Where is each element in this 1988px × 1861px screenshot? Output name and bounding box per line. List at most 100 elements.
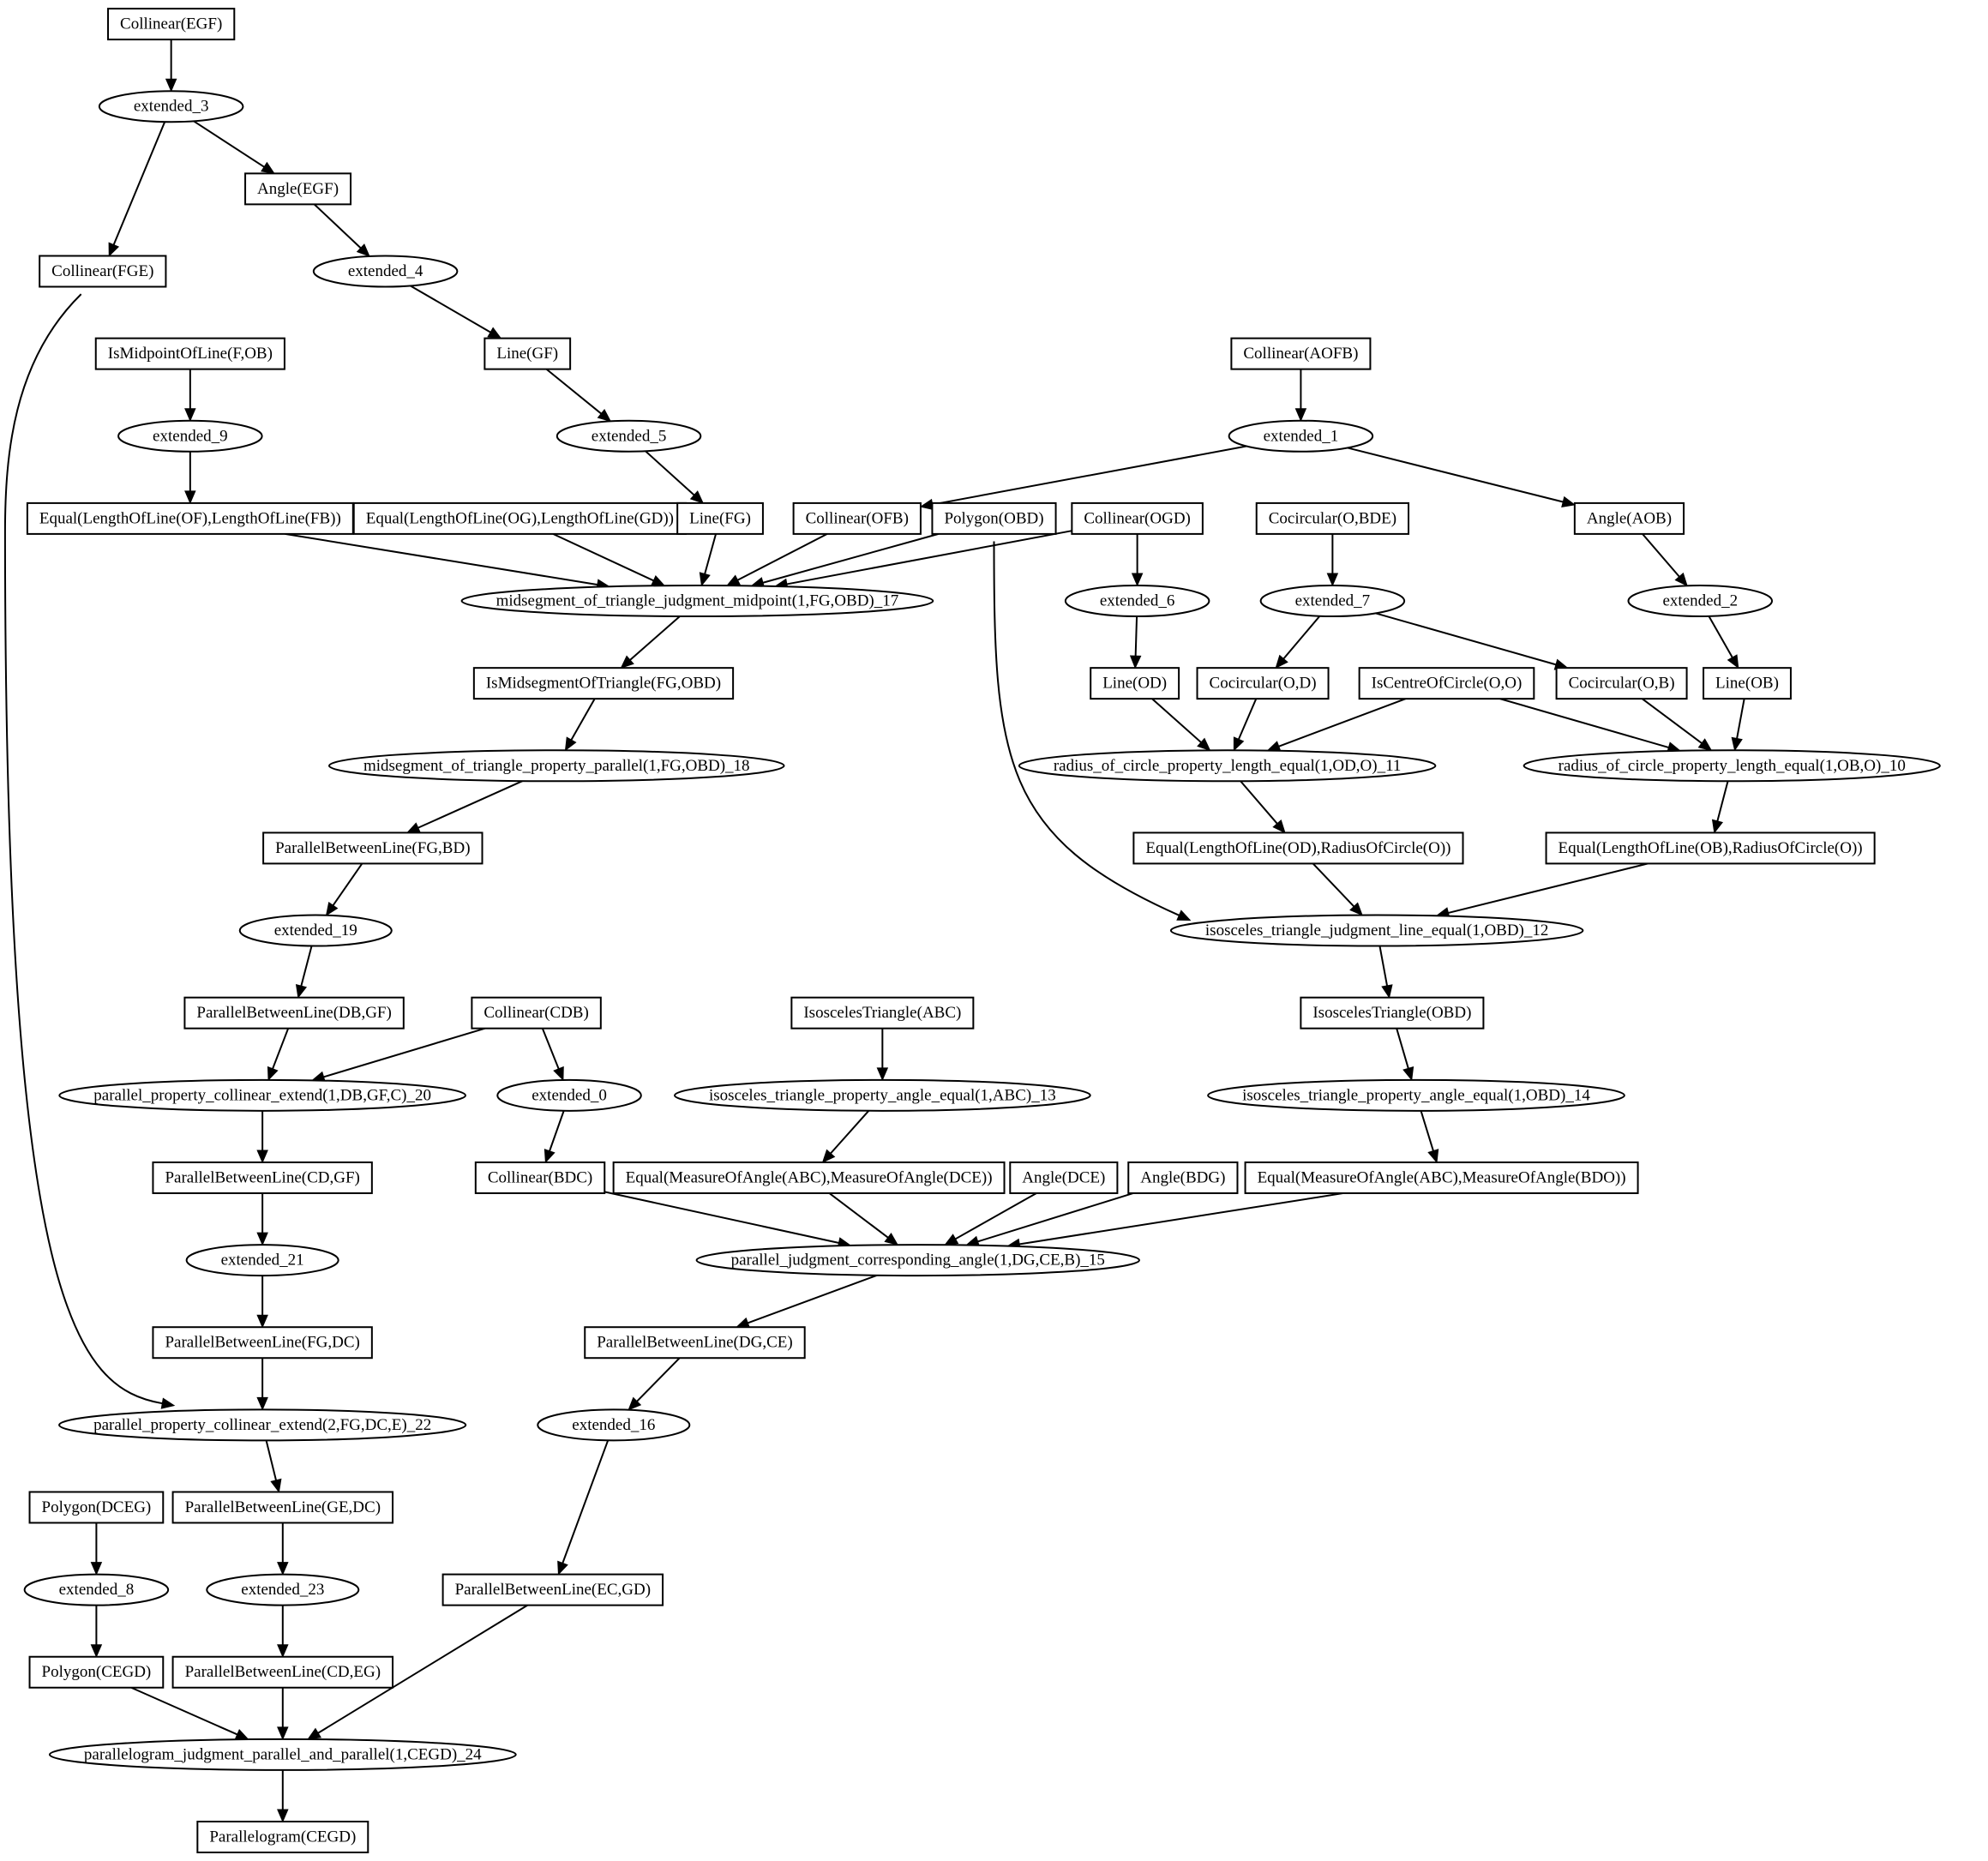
- node-ellipse: [1228, 419, 1374, 453]
- edge-pgram-judg-to-pgram-cegd: [277, 1769, 289, 1823]
- edge-line: [828, 1192, 891, 1240]
- edge-isotri-obd-to-iso-prop-14: [1396, 1028, 1414, 1082]
- node-label: extended_6: [1100, 592, 1175, 610]
- theorem-node-par-coll-22: parallel_property_collinear_extend(2,FG,…: [58, 1408, 467, 1442]
- edge-ext5-to-line-fg: [645, 450, 705, 504]
- edge-angle-aob-to-ext2: [1642, 533, 1688, 587]
- edge-arrowhead: [108, 242, 120, 257]
- edge-line: [1151, 698, 1204, 745]
- node-label: Polygon(OBD): [944, 509, 1043, 527]
- edge-arrowhead: [876, 1067, 889, 1082]
- node-ellipse: [58, 1078, 466, 1112]
- node-box: [1703, 667, 1792, 700]
- node-label: Collinear(FGE): [51, 262, 153, 280]
- edge-line: [1420, 1110, 1435, 1153]
- fact-node-isotri-abc: IsoscelesTriangle(ABC): [790, 996, 975, 1030]
- node-label: isosceles_triangle_judgment_line_equal(1…: [1205, 921, 1549, 940]
- node-label: ParallelBetweenLine(GE,DC): [185, 1498, 381, 1516]
- edge-line: [746, 1274, 878, 1324]
- node-box: [1071, 501, 1204, 535]
- edge-line: [541, 1028, 561, 1072]
- edge-collinear-egf-to-ext3: [165, 39, 177, 93]
- node-box: [471, 996, 602, 1030]
- fact-node-line-ob: Line(OB): [1703, 667, 1792, 700]
- edge-line: [953, 1192, 1037, 1241]
- fact-node-ismid-f-ob: IsMidpointOfLine(F,OB): [94, 337, 285, 370]
- edge-arrowhead: [821, 1149, 836, 1163]
- edge-arrowhead: [699, 572, 711, 587]
- edge-line: [993, 541, 1180, 916]
- node-label: Equal(MeasureOfAngle(ABC),MeasureOfAngle…: [626, 1168, 993, 1186]
- theorem-node-midseg-judg: midsegment_of_triangle_judgment_midpoint…: [460, 585, 934, 618]
- edge-line: [313, 203, 363, 250]
- theorem-node-ext6: extended_6: [1064, 585, 1210, 618]
- edge-par-ge-dc-to-ext23: [277, 1522, 289, 1576]
- edge-par-coll-22-to-par-ge-dc: [265, 1440, 282, 1493]
- edge-line: [545, 368, 604, 416]
- node-label: Cocircular(O,BDE): [1269, 509, 1396, 527]
- node-ellipse: [1627, 585, 1774, 618]
- node-label: extended_0: [532, 1086, 607, 1104]
- node-ellipse: [460, 585, 934, 618]
- fact-node-par-dg-ce: ParallelBetweenLine(DG,CE): [584, 1326, 806, 1360]
- node-box: [196, 1821, 369, 1854]
- edge-line: [1715, 781, 1729, 824]
- theorem-node-ext4: extended_4: [312, 255, 459, 288]
- node-box: [1555, 667, 1688, 700]
- edge-arrowhead: [1176, 909, 1192, 921]
- edge-line: [552, 532, 656, 583]
- edge-par-ec-gd-to-pgram-judg: [307, 1604, 528, 1740]
- node-label: radius_of_circle_property_length_equal(1…: [1054, 757, 1402, 775]
- node-label: Equal(MeasureOfAngle(ABC),MeasureOfAngle…: [1258, 1168, 1626, 1186]
- node-label: Line(OD): [1102, 675, 1167, 693]
- node-ellipse: [695, 1244, 1140, 1277]
- edge-arrowhead: [261, 161, 275, 175]
- edge-line: [111, 121, 166, 247]
- node-label: Cocircular(O,D): [1210, 675, 1317, 693]
- node-label: ParallelBetweenLine(DG,CE): [597, 1334, 792, 1352]
- node-ellipse: [674, 1078, 1091, 1112]
- edge-line: [634, 1357, 681, 1403]
- node-label: ParallelBetweenLine(CD,GF): [165, 1168, 359, 1186]
- edge-arrowhead: [307, 1727, 322, 1740]
- node-label: Line(FG): [689, 509, 751, 527]
- node-ellipse: [312, 255, 459, 288]
- node-label: extended_23: [241, 1581, 324, 1599]
- node-box: [262, 831, 483, 865]
- edge-radius-10-to-eq-ob-r: [1711, 781, 1729, 834]
- edge-cocircular-ob-to-radius-10: [1642, 698, 1713, 752]
- edge-arrowhead: [564, 736, 577, 752]
- edge-arrowhead: [1233, 736, 1245, 752]
- node-box: [792, 501, 922, 535]
- edge-line: [285, 532, 600, 586]
- edge-arrowhead: [270, 1478, 282, 1493]
- edge-polygon-obd-to-iso-judg: [993, 541, 1192, 921]
- edge-arrowhead: [597, 408, 612, 423]
- edge-arrowhead: [90, 1562, 103, 1576]
- theorem-node-radius-10: radius_of_circle_property_length_equal(1…: [1523, 749, 1941, 783]
- edge-arrowhead: [1697, 738, 1713, 752]
- node-label: extended_7: [1295, 592, 1371, 610]
- node-label: Cocircular(O,B): [1569, 675, 1675, 693]
- edge-line: [265, 1440, 278, 1483]
- fact-node-collinear-ofb: Collinear(OFB): [792, 501, 922, 535]
- fact-node-par-cd-eg: ParallelBetweenLine(CD,EG): [171, 1655, 394, 1689]
- theorem-node-ext5: extended_5: [556, 419, 702, 453]
- fact-node-cocircular-od: Cocircular(O,D): [1196, 667, 1330, 700]
- edge-line: [315, 1604, 528, 1735]
- node-ellipse: [117, 419, 263, 453]
- edge-arrowhead: [1561, 495, 1577, 507]
- fact-node-collinear-cdb: Collinear(CDB): [471, 996, 602, 1030]
- fact-node-angle-aob: Angle(AOB): [1573, 501, 1685, 535]
- node-label: Equal(LengthOfLine(OD),RadiusOfCircle(O)…: [1145, 839, 1450, 857]
- node-label: IsCentreOfCircle(O,O): [1372, 675, 1523, 693]
- node-ellipse: [1018, 749, 1437, 783]
- edge-arrowhead: [1129, 655, 1142, 669]
- node-label: Angle(BDG): [1140, 1168, 1225, 1186]
- node-label: ParallelBetweenLine(EC,GD): [455, 1581, 651, 1599]
- edge-collinear-fge-to-par-coll-22: [3, 293, 176, 1409]
- fact-node-collinear-fge: Collinear(FGE): [39, 255, 167, 288]
- edge-ismidseg-to-midseg-prop: [564, 698, 596, 752]
- edge-line: [1378, 946, 1389, 988]
- edge-eq-abc-dce-to-par-judg-15: [828, 1192, 899, 1246]
